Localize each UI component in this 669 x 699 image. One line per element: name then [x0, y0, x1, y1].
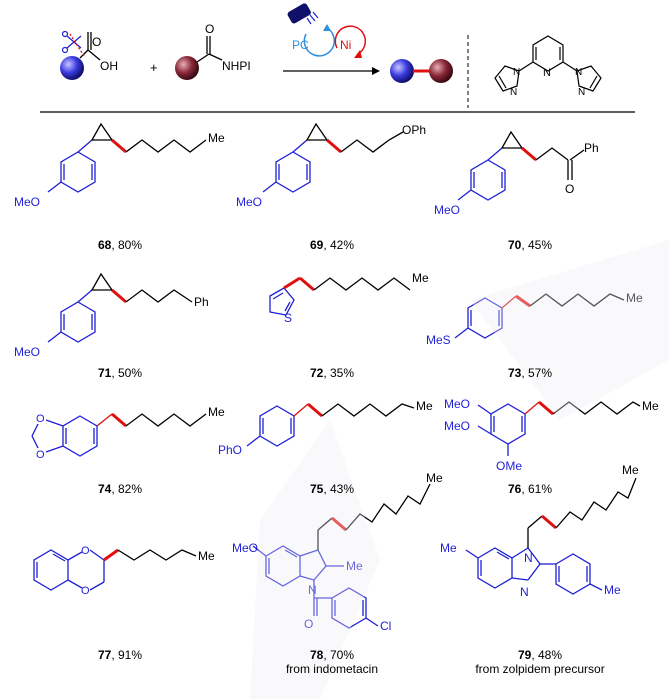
svg-text:O: O	[205, 22, 214, 36]
svg-text:N: N	[578, 87, 585, 98]
svg-text:MeO: MeO	[232, 541, 258, 555]
structure-70	[457, 130, 585, 201]
svg-text:MeO: MeO	[444, 419, 470, 433]
svg-text:MeO: MeO	[434, 203, 460, 217]
structure-71	[47, 272, 193, 343]
ni-cycle-icon	[334, 25, 367, 58]
svg-text:N: N	[308, 583, 317, 597]
svg-text:PhO: PhO	[218, 443, 242, 457]
svg-text:O: O	[304, 617, 313, 631]
svg-text:MeS: MeS	[426, 333, 451, 347]
nhpi-label: NHPI	[222, 59, 251, 73]
caption-73: 73, 57%	[507, 366, 553, 380]
svg-text:Me: Me	[440, 541, 457, 555]
caption-68: 68, 80%	[97, 238, 143, 252]
svg-text:O: O	[36, 413, 45, 425]
acid-oh-label: OH	[100, 59, 118, 73]
svg-text:Ph: Ph	[194, 295, 209, 309]
svg-text:Me: Me	[346, 559, 363, 573]
caption-78: 78, 70% from indometacin	[232, 648, 432, 676]
pc-cycle-icon	[303, 24, 336, 57]
lamp-icon	[287, 3, 319, 25]
svg-text:Me: Me	[198, 549, 215, 563]
structure-74	[31, 412, 207, 457]
caption-74: 74, 82%	[97, 482, 143, 496]
svg-text:MeO: MeO	[236, 195, 262, 209]
caption-77: 77, 91%	[97, 648, 143, 662]
header-scheme	[60, 30, 101, 80]
caption-79-note: from zolpidem precursor	[475, 662, 605, 676]
caption-72: 72, 35%	[309, 366, 355, 380]
svg-text:MeO: MeO	[14, 345, 40, 359]
svg-text:Ph: Ph	[584, 141, 599, 155]
svg-text:Me: Me	[622, 463, 639, 477]
structure-69	[262, 122, 404, 193]
structure-68	[47, 122, 207, 193]
caption-69: 69, 42%	[309, 238, 355, 252]
svg-text:OMe: OMe	[496, 459, 522, 473]
scissors-icon	[61, 30, 82, 54]
svg-text:Me: Me	[208, 405, 225, 419]
svg-text:Me: Me	[426, 471, 443, 485]
svg-text:O: O	[81, 545, 90, 557]
svg-text:Me: Me	[642, 399, 659, 413]
svg-text:Me: Me	[416, 399, 433, 413]
caption-70: 70, 45%	[507, 238, 553, 252]
svg-text:S: S	[284, 311, 292, 325]
structure-77	[33, 548, 197, 591]
svg-text:Cl: Cl	[380, 619, 391, 633]
acid-o-label: O	[92, 35, 101, 49]
structure-73	[454, 293, 625, 339]
svg-text:Me: Me	[626, 291, 643, 305]
ligand-structure	[494, 35, 602, 92]
svg-text:O: O	[36, 449, 45, 461]
red-sphere-icon	[175, 56, 199, 80]
svg-text:N: N	[510, 87, 517, 98]
structure-75	[246, 402, 415, 447]
svg-text:N: N	[575, 67, 582, 78]
caption-71: 71, 50%	[97, 366, 143, 380]
caption-79: 79, 48% from zolpidem precursor	[440, 648, 640, 676]
svg-text:OPh: OPh	[402, 123, 426, 137]
svg-text:N: N	[524, 551, 533, 565]
structure-72	[269, 276, 411, 316]
caption-78-note: from indometacin	[285, 662, 379, 676]
caption-76: 76, 61%	[507, 482, 553, 496]
structure-78	[252, 483, 431, 629]
svg-text:O: O	[565, 182, 574, 196]
svg-text:Me: Me	[604, 583, 621, 597]
plus-sign: +	[150, 60, 158, 75]
svg-text:Me: Me	[208, 131, 225, 145]
blue-sphere-icon	[60, 56, 84, 80]
svg-text:Ni: Ni	[340, 38, 351, 52]
svg-text:MeO: MeO	[14, 195, 40, 209]
structure-76	[477, 400, 641, 456]
svg-text:PC: PC	[292, 38, 309, 52]
svg-text:N: N	[520, 585, 529, 599]
svg-text:MeO: MeO	[444, 397, 470, 411]
svg-text:O: O	[81, 585, 90, 597]
caption-75: 75, 43%	[309, 482, 355, 496]
structure-79	[465, 477, 637, 595]
svg-text:Me: Me	[412, 271, 429, 285]
svg-text:N: N	[543, 67, 551, 79]
svg-text:N: N	[513, 67, 520, 78]
